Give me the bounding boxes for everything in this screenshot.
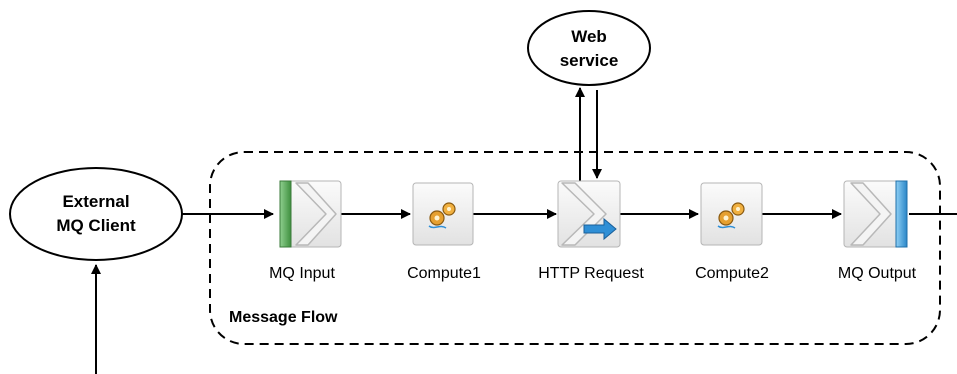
arrow-right-icon [583,217,617,241]
mq-output-icon [850,182,892,246]
node-compute2[interactable]: Compute2 [695,182,769,282]
message-flow-label: Message Flow [229,309,338,326]
external-client-label-line2: MQ Client [56,216,136,235]
web-service: Web service [527,10,651,86]
node-mq-input[interactable]: MQ Input [269,180,342,282]
mq-output-blue-bar [895,180,908,248]
node-compute1[interactable]: Compute1 [407,182,481,282]
web-service-label-line1: Web [571,27,607,46]
node-label-mq-output: MQ Output [838,265,917,282]
http-request-icon-box [557,180,621,248]
gears-icon [428,202,456,229]
mq-input-icon [295,182,337,246]
node-mq-output[interactable]: MQ Output [838,180,917,282]
node-label-http-request: HTTP Request [538,265,644,282]
node-label-compute2: Compute2 [695,265,769,282]
gears-icon [717,202,745,229]
node-http-request[interactable]: HTTP Request [538,180,644,282]
web-service-label-line2: service [560,51,619,70]
mq-input-green-bar [279,180,292,248]
connectors [91,87,957,374]
external-mq-client: External MQ Client [9,167,183,261]
node-label-compute1: Compute1 [407,265,481,282]
node-label-mq-input: MQ Input [269,265,335,282]
external-client-label-line1: External [62,192,129,211]
message-flow-frame [209,151,941,345]
